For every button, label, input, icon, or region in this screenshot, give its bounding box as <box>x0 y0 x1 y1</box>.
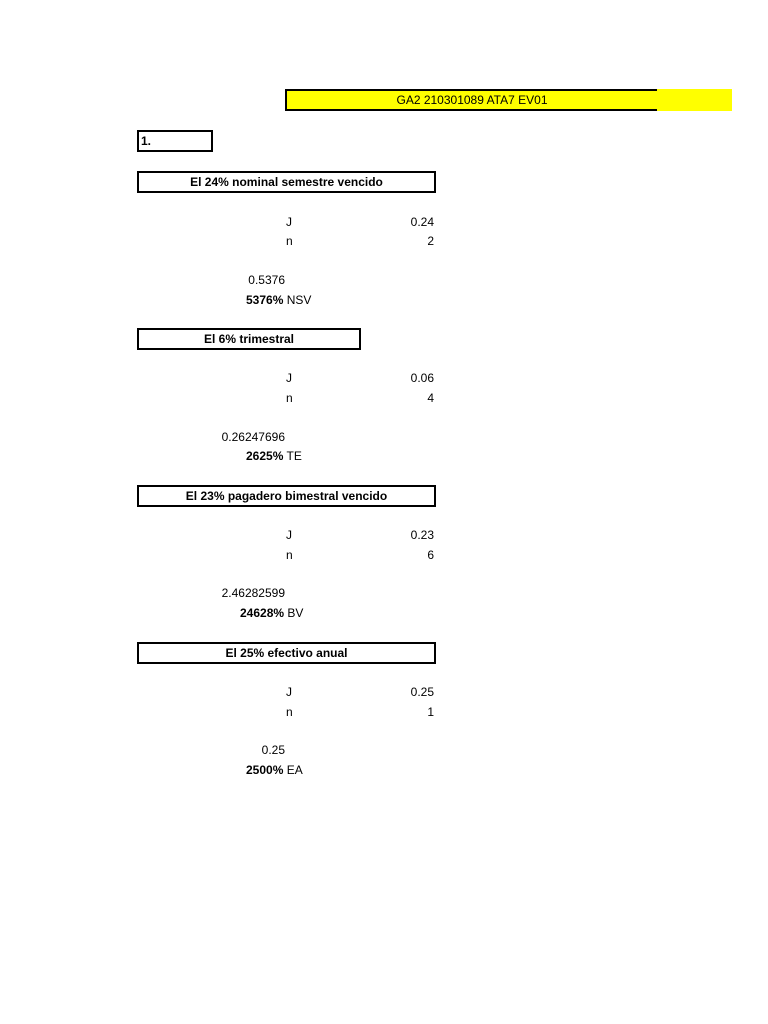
j-value: 0.24 <box>410 215 434 229</box>
percent-result: 24628% BV <box>240 607 303 619</box>
title-highlight <box>285 89 732 111</box>
result-value: 0.25 <box>261 743 285 757</box>
j-label: J <box>286 685 292 699</box>
section-heading: El 23% pagadero bimestral vencido <box>185 489 388 503</box>
percent-result: 5376% NSV <box>246 294 311 306</box>
j-value: 0.23 <box>410 528 434 542</box>
question-number-cell: 1. <box>137 130 213 152</box>
section-heading-cell: El 23% pagadero bimestral vencido <box>137 485 436 507</box>
n-value: 1 <box>427 705 434 719</box>
percent-value: 24628% <box>240 606 285 620</box>
section-heading: El 24% nominal semestre vencido <box>190 175 383 189</box>
percent-result: 2500% EA <box>246 764 303 776</box>
j-label: J <box>286 371 292 385</box>
title-cell: GA2 210301089 ATA7 EV01 <box>285 89 657 111</box>
n-value: 6 <box>427 548 434 562</box>
n-value: 2 <box>427 234 434 248</box>
j-value: 0.06 <box>410 371 434 385</box>
n-label: n <box>286 548 293 562</box>
section-heading-cell: El 24% nominal semestre vencido <box>137 171 436 193</box>
document-title: GA2 210301089 ATA7 EV01 <box>396 93 548 107</box>
percent-value: 2500% <box>246 763 284 777</box>
n-value: 4 <box>427 391 434 405</box>
result-value: 0.5376 <box>248 273 285 287</box>
n-label: n <box>286 234 293 248</box>
section-heading: El 6% trimestral <box>203 332 295 346</box>
rate-suffix: BV <box>287 606 304 620</box>
percent-result: 2625% TE <box>246 450 302 462</box>
n-label: n <box>286 391 293 405</box>
result-value: 0.26247696 <box>221 430 285 444</box>
percent-value: 2625% <box>246 449 284 463</box>
result-value: 2.46282599 <box>221 586 285 600</box>
section-heading-cell: El 25% efectivo anual <box>137 642 436 664</box>
rate-suffix: EA <box>286 763 303 777</box>
percent-value: 5376% <box>246 293 284 307</box>
n-label: n <box>286 705 293 719</box>
question-number: 1. <box>141 134 152 148</box>
j-label: J <box>286 528 292 542</box>
section-heading: El 25% efectivo anual <box>225 646 348 660</box>
rate-suffix: NSV <box>286 293 312 307</box>
j-label: J <box>286 215 292 229</box>
section-heading-cell: El 6% trimestral <box>137 328 361 350</box>
j-value: 0.25 <box>410 685 434 699</box>
rate-suffix: TE <box>286 449 302 463</box>
